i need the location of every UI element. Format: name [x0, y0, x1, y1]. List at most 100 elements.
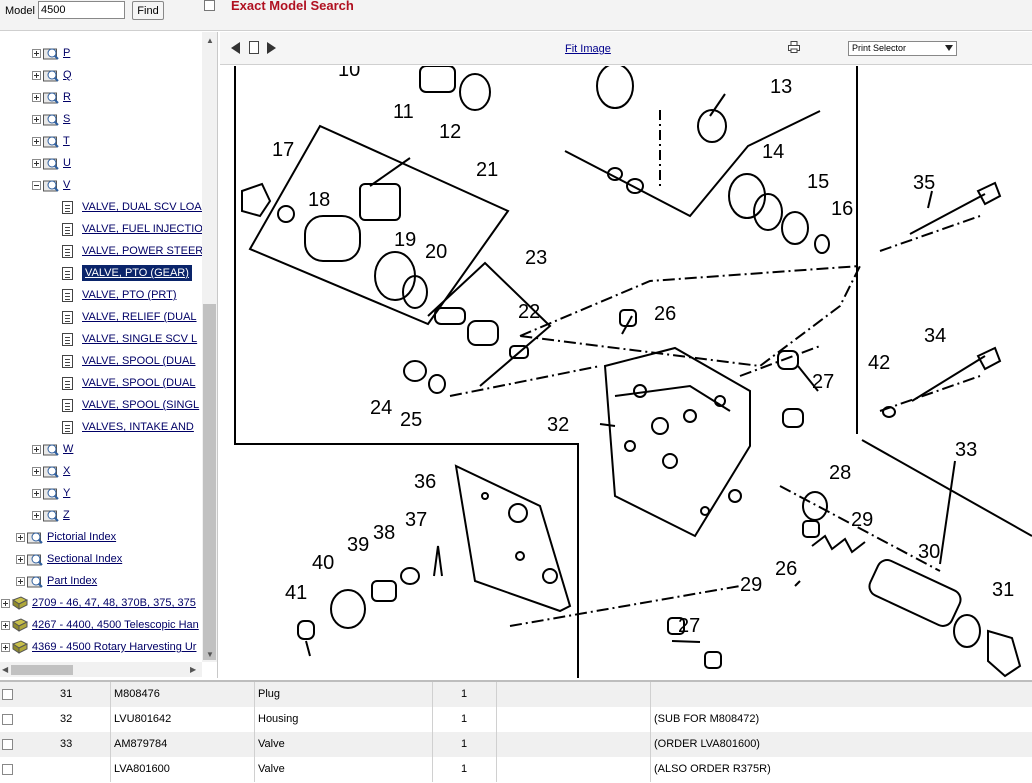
tree-leaf-item[interactable]: VALVES, INTAKE AND — [62, 418, 194, 436]
tree-leaf-item[interactable]: VALVE, SINGLE SCV L — [62, 330, 197, 348]
quantity-cell: 1 — [461, 713, 468, 725]
scroll-down-icon[interactable]: ▼ — [206, 650, 214, 659]
tree-leaf-item[interactable]: VALVE, POWER STEERING — [62, 242, 218, 260]
tree-leaf-label[interactable]: VALVE, FUEL INJECTION — [82, 223, 211, 235]
tree-index-label[interactable]: Pictorial Index — [47, 531, 117, 543]
tree-leaf-label[interactable]: VALVE, SPOOL (DUAL — [82, 377, 196, 389]
page-icon[interactable] — [249, 41, 259, 54]
tree-node-label[interactable]: U — [63, 157, 71, 169]
tree-leaf-item[interactable]: VALVE, DUAL SCV LOAD — [62, 198, 210, 216]
collapse-icon[interactable] — [32, 180, 41, 190]
row-checkbox[interactable] — [2, 764, 13, 775]
tree-node-letter[interactable]: R — [32, 88, 71, 106]
tree-node-letter[interactable]: U — [32, 154, 71, 172]
tree-node-letter[interactable]: Z — [32, 506, 70, 524]
tree-book-label[interactable]: 4369 - 4500 Rotary Harvesting Ur — [32, 641, 197, 653]
tree-book-label[interactable]: 4267 - 4400, 4500 Telescopic Han — [32, 619, 199, 631]
tree-node-letter-expanded[interactable]: V — [32, 176, 70, 194]
model-input[interactable] — [38, 1, 125, 19]
expand-icon[interactable] — [32, 92, 41, 102]
tree-leaf-label[interactable]: VALVE, POWER STEERING — [82, 245, 218, 257]
scroll-right-icon[interactable]: ▶ — [190, 665, 197, 674]
tree-index-label[interactable]: Part Index — [47, 575, 98, 587]
tree-node-label[interactable]: W — [63, 443, 74, 455]
tree-leaf-label[interactable]: VALVES, INTAKE AND — [82, 421, 194, 433]
tree-leaf-item[interactable]: VALVE, PTO (GEAR) — [62, 264, 192, 282]
tree-book-node[interactable]: 4267 - 4400, 4500 Telescopic Han — [1, 616, 199, 634]
expand-icon[interactable] — [32, 70, 41, 80]
expand-icon[interactable] — [32, 114, 41, 124]
tree-node-label[interactable]: Q — [63, 69, 72, 81]
expand-icon[interactable] — [32, 158, 41, 168]
previous-page-icon[interactable] — [231, 42, 240, 54]
tree-node-label[interactable]: R — [63, 91, 71, 103]
tree-leaf-item[interactable]: VALVE, SPOOL (DUAL — [62, 352, 196, 370]
housing-32 — [603, 346, 751, 538]
print-selector-dropdown[interactable]: Print Selector — [848, 41, 957, 56]
expand-icon[interactable] — [32, 488, 41, 498]
tree-leaf-item[interactable]: VALVE, PTO (PRT) — [62, 286, 177, 304]
tree-node-letter[interactable]: Q — [32, 66, 72, 84]
tree-node-letter[interactable]: P — [32, 44, 70, 62]
expand-icon[interactable] — [1, 620, 10, 630]
tree-book-node[interactable]: 4369 - 4500 Rotary Harvesting Ur — [1, 638, 196, 656]
folder-search-icon — [43, 48, 59, 60]
callout: 35 — [913, 172, 935, 194]
scroll-up-icon[interactable]: ▲ — [206, 36, 214, 45]
tree-leaf-label[interactable]: VALVE, RELIEF (DUAL — [82, 311, 197, 323]
tree-node-letter[interactable]: S — [32, 110, 70, 128]
next-page-icon[interactable] — [267, 42, 276, 54]
tree-leaf-label[interactable]: VALVE, DUAL SCV LOAD — [82, 201, 210, 213]
tree-leaf-item[interactable]: VALVE, SPOOL (SINGL — [62, 396, 199, 414]
tree-leaf-item[interactable]: VALVE, SPOOL (DUAL — [62, 374, 196, 392]
printer-icon[interactable] — [788, 41, 800, 53]
tree-leaf-label[interactable]: VALVE, PTO (GEAR) — [82, 265, 192, 281]
tree-node-label[interactable]: X — [63, 465, 71, 477]
tree-node-label[interactable]: Z — [63, 509, 70, 521]
scroll-left-icon[interactable]: ◀ — [2, 665, 9, 674]
tree-book-node[interactable]: 2709 - 46, 47, 48, 370B, 375, 375 — [1, 594, 196, 612]
row-checkbox[interactable] — [2, 714, 13, 725]
tree-leaf-label[interactable]: VALVE, SPOOL (DUAL — [82, 355, 196, 367]
tree-leaf-item[interactable]: VALVE, RELIEF (DUAL — [62, 308, 197, 326]
tree-node-label[interactable]: S — [63, 113, 71, 125]
row-checkbox[interactable] — [2, 689, 13, 700]
expand-icon[interactable] — [16, 576, 25, 586]
tree-index-node[interactable]: Pictorial Index — [16, 528, 116, 546]
expand-icon[interactable] — [16, 554, 25, 564]
expand-icon[interactable] — [32, 510, 41, 520]
tree-leaf-item[interactable]: VALVE, FUEL INJECTION — [62, 220, 211, 238]
exact-model-checkbox[interactable] — [204, 0, 215, 11]
tree-node-letter[interactable]: X — [32, 462, 70, 480]
tree-node-label[interactable]: P — [63, 47, 71, 59]
row-checkbox[interactable] — [2, 739, 13, 750]
tree-node-letter[interactable]: Y — [32, 484, 70, 502]
tree-node-letter[interactable]: T — [32, 132, 70, 150]
tree-index-label[interactable]: Sectional Index — [47, 553, 123, 565]
tree-node-label[interactable]: T — [63, 135, 70, 147]
tree-index-node[interactable]: Part Index — [16, 572, 97, 590]
expand-icon[interactable] — [32, 48, 41, 58]
expand-icon[interactable] — [16, 532, 25, 542]
expand-icon[interactable] — [32, 136, 41, 146]
tree-node-label[interactable]: V — [63, 179, 71, 191]
expand-icon[interactable] — [32, 444, 41, 454]
fit-image-link[interactable]: Fit Image — [565, 43, 611, 55]
tree-leaf-label[interactable]: VALVE, SINGLE SCV L — [82, 333, 198, 345]
expand-icon[interactable] — [1, 598, 10, 608]
tree-node-label[interactable]: Y — [63, 487, 71, 499]
expand-icon[interactable] — [1, 642, 10, 652]
tree-leaf-label[interactable]: VALVE, PTO (PRT) — [82, 289, 177, 301]
tree-leaf-label[interactable]: VALVE, SPOOL (SINGL — [82, 399, 200, 411]
tree-index-node[interactable]: Sectional Index — [16, 550, 122, 568]
tree-vertical-scroll-thumb[interactable] — [203, 304, 216, 660]
tree-horizontal-scroll-thumb[interactable] — [11, 665, 73, 675]
find-button[interactable]: Find — [132, 1, 164, 20]
tree-node-letter[interactable]: W — [32, 440, 73, 458]
tree-book-label[interactable]: 2709 - 46, 47, 48, 370B, 375, 375 — [32, 597, 196, 609]
expand-icon[interactable] — [32, 466, 41, 476]
